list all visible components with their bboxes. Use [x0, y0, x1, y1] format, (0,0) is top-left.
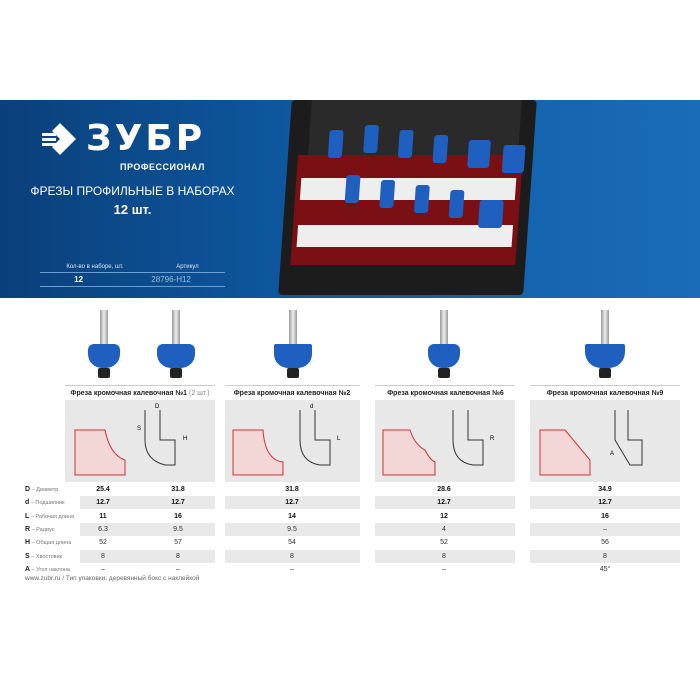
- value-cell: 12.7: [96, 499, 110, 507]
- row-shading: [225, 496, 360, 510]
- value-cell: 12.7: [285, 499, 299, 507]
- page-title: ФРЕЗЫ ПРОФИЛЬНЫЕ В НАБОРАХ: [30, 184, 235, 198]
- profile-diagram-9: A: [530, 400, 680, 482]
- row-label: A – Угол наклона: [25, 565, 70, 573]
- row-label: R – Радиус: [25, 525, 55, 533]
- value-cell: –: [603, 525, 607, 533]
- qty-value: 12: [74, 275, 84, 284]
- product-name-9: Фреза кромочная калевочная №9: [546, 390, 664, 397]
- spec-row-D: D – Диаметр 25.4 31.8 31.8 28.6 34.9: [25, 483, 680, 496]
- value-cell: 9.5: [173, 525, 183, 533]
- value-cell: 12: [440, 512, 448, 520]
- brand-logo: ЗУБР: [42, 120, 205, 158]
- row-shading: [530, 496, 680, 510]
- value-cell: 12.7: [171, 499, 185, 507]
- spec-row-A: A – Угол наклона – – – – 45°: [25, 563, 680, 576]
- product-case-image: [278, 100, 537, 295]
- value-cell: 16: [601, 512, 609, 520]
- value-cell: 11: [99, 512, 107, 520]
- row-label: D – Диаметр: [25, 486, 59, 493]
- svg-text:S: S: [137, 426, 141, 432]
- value-cell: 8: [603, 552, 607, 560]
- product-name-2: Фреза кромочная калевочная №2: [233, 390, 351, 397]
- qty-label: Кол-во в наборе, шт.: [66, 264, 124, 270]
- spec-row-S: S – Хвостовик 8 8 8 8 8: [25, 549, 680, 563]
- set-count: 12 шт.: [113, 202, 152, 217]
- svg-text:L: L: [337, 436, 341, 442]
- router-bit-1b-image: [157, 310, 195, 385]
- value-cell: 56: [601, 539, 609, 547]
- product-name-6: Фреза кромочная калевочная №6: [387, 390, 504, 397]
- value-cell: 52: [99, 539, 107, 547]
- row-shading: [80, 496, 215, 510]
- value-cell: 4: [442, 525, 446, 533]
- router-bit-2-image: [274, 310, 312, 385]
- router-bit-9-image: [585, 310, 625, 385]
- row-label: L – Рабочая длина: [25, 512, 75, 520]
- value-cell: 45°: [599, 565, 611, 573]
- row-shading: [225, 522, 360, 536]
- brand-subtitle: ПРОФЕССИОНАЛ: [120, 162, 205, 172]
- spec-row-H: H – Общая длина 52 57 54 52 56: [25, 536, 680, 549]
- row-label: H – Общая длина: [25, 539, 72, 547]
- profile-diagram-1: D H S: [65, 400, 215, 482]
- value-cell: 54: [288, 539, 296, 547]
- value-cell: –: [290, 565, 294, 573]
- article-value: 28796-H12: [151, 275, 191, 284]
- profile-diagram-6: R: [375, 400, 515, 482]
- value-cell: 6.3: [98, 525, 108, 533]
- svg-text:R: R: [490, 436, 495, 442]
- spec-row-L: L – Рабочая длина 11 16 14 12 16: [25, 510, 680, 523]
- value-cell: –: [101, 565, 105, 573]
- row-label: S – Хвостовик: [25, 552, 63, 560]
- value-cell: 12.7: [598, 499, 612, 507]
- value-cell: 31.8: [285, 486, 299, 493]
- spec-row-d: d – Подшипник 12.7 12.7 12.7 12.7 12.7: [25, 496, 680, 510]
- value-cell: 34.9: [598, 486, 612, 493]
- value-cell: 25.4: [96, 486, 110, 493]
- value-cell: 8: [101, 552, 105, 560]
- spec-table: Кол-во в наборе, шт. Артикул 12 28796-H12: [40, 262, 225, 287]
- svg-text:A: A: [610, 451, 614, 457]
- svg-text:H: H: [183, 436, 187, 442]
- svg-text:D: D: [155, 404, 160, 410]
- brand-name: ЗУБР: [86, 118, 206, 159]
- row-shading: [80, 522, 215, 536]
- router-bit-6-image: [428, 310, 460, 385]
- value-cell: 28.6: [437, 486, 451, 493]
- spec-row-R: R – Радиус 6.3 9.5 9.5 4 –: [25, 522, 680, 536]
- value-cell: 16: [174, 512, 182, 520]
- row-shading: [375, 496, 515, 510]
- value-cell: 8: [176, 552, 180, 560]
- row-shading: [530, 522, 680, 536]
- row-shading: [375, 522, 515, 536]
- value-cell: 9.5: [287, 525, 297, 533]
- product-name-1: Фреза кромочная калевочная №1 (2 шт.): [70, 390, 210, 397]
- value-cell: 8: [442, 552, 446, 560]
- svg-text:d: d: [310, 404, 313, 410]
- router-bit-1a-image: [88, 310, 120, 385]
- article-label: Артикул: [176, 264, 199, 270]
- value-cell: –: [442, 565, 446, 573]
- zubr-logo-icon: [42, 123, 76, 155]
- value-cell: 12.7: [437, 499, 451, 507]
- row-label: d – Подшипник: [25, 499, 65, 507]
- value-cell: –: [176, 565, 180, 573]
- row-shading: [80, 549, 215, 563]
- row-shading: [375, 549, 515, 563]
- value-cell: 57: [174, 539, 182, 547]
- value-cell: 31.8: [171, 486, 185, 493]
- row-shading: [530, 549, 680, 563]
- value-cell: 52: [440, 539, 448, 547]
- value-cell: 14: [288, 512, 296, 520]
- value-cell: 8: [290, 552, 294, 560]
- row-shading: [225, 549, 360, 563]
- footer-text: www.zubr.ru / Тип упаковки: деревянный б…: [25, 575, 200, 582]
